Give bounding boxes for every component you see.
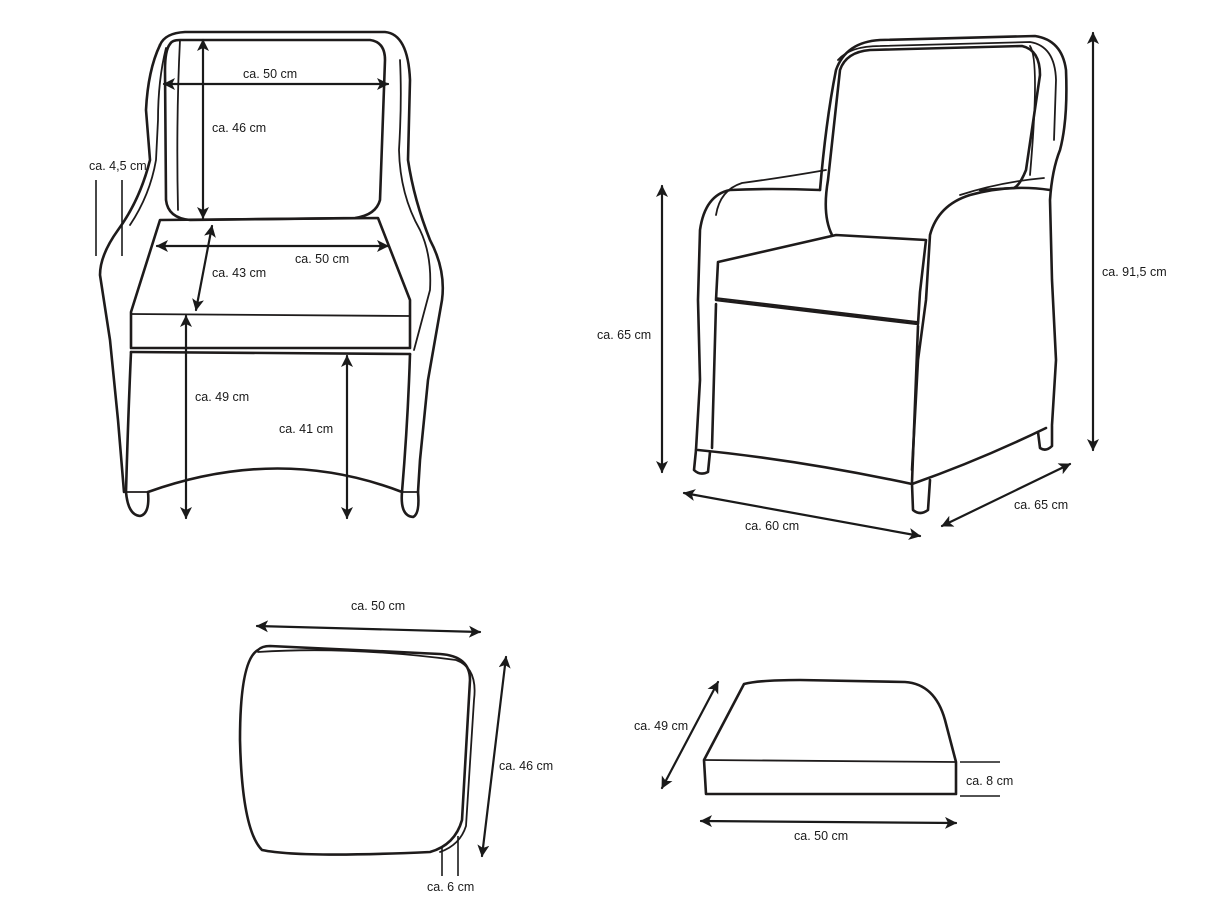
label-side-seat-height: ca. 65 cm bbox=[597, 328, 651, 342]
dim-arrow-cushion-height bbox=[477, 655, 511, 858]
back-cushion-dimensions: ca. 50 cm ca. 46 cm ca. 6 cm bbox=[255, 599, 553, 894]
label-back-width: ca. 50 cm bbox=[243, 67, 297, 81]
label-seat-height: ca. 49 cm bbox=[195, 390, 249, 404]
label-seat-width: ca. 50 cm bbox=[295, 252, 349, 266]
side-view-chair bbox=[692, 34, 1068, 515]
dim-arrow-side-width bbox=[682, 489, 922, 540]
label-armrest-thickness: ca. 4,5 cm bbox=[89, 159, 147, 173]
label-chair-seat-height: ca. 41 cm bbox=[279, 422, 333, 436]
dim-arrow-seat-depth bbox=[192, 224, 216, 312]
front-view-chair bbox=[98, 30, 445, 519]
label-cushion-height: ca. 46 cm bbox=[499, 759, 553, 773]
dim-arrow-side-depth bbox=[940, 462, 1072, 528]
label-side-total-height: ca. 91,5 cm bbox=[1102, 265, 1167, 279]
label-back-height: ca. 46 cm bbox=[212, 121, 266, 135]
label-seat-cushion-thickness: ca. 8 cm bbox=[966, 774, 1013, 788]
dim-arrow-cushion-width bbox=[255, 620, 482, 638]
label-cushion-width: ca. 50 cm bbox=[351, 599, 405, 613]
front-view-dimensions: ca. 50 cm ca. 46 cm ca. 4,5 cm ca. 50 cm… bbox=[89, 38, 390, 520]
side-view-dimensions: ca. 65 cm ca. 91,5 cm ca. 60 cm ca. 65 c… bbox=[597, 31, 1167, 540]
label-side-width: ca. 60 cm bbox=[745, 519, 799, 533]
dim-arrow-seat-cushion-width bbox=[699, 815, 958, 829]
label-side-depth: ca. 65 cm bbox=[1014, 498, 1068, 512]
label-cushion-thickness: ca. 6 cm bbox=[427, 880, 474, 894]
dim-arrow-seat-cushion-depth bbox=[660, 680, 720, 790]
label-seat-cushion-depth: ca. 49 cm bbox=[634, 719, 688, 733]
label-seat-depth: ca. 43 cm bbox=[212, 266, 266, 280]
seat-cushion bbox=[702, 678, 1000, 797]
seat-cushion-dimensions: ca. 49 cm ca. 8 cm ca. 50 cm bbox=[634, 680, 1013, 843]
back-cushion bbox=[238, 644, 476, 876]
label-seat-cushion-width: ca. 50 cm bbox=[794, 829, 848, 843]
